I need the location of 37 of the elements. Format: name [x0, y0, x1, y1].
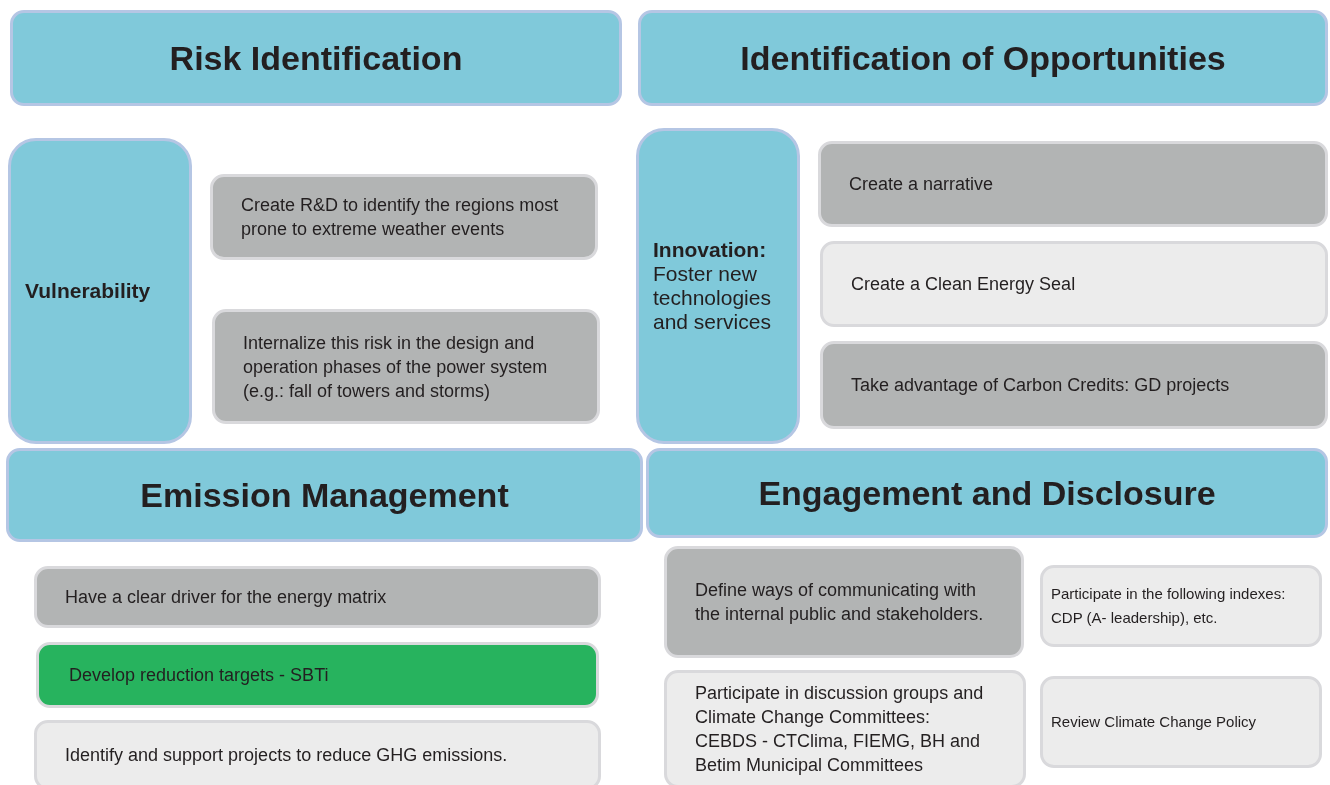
- action-box: [820, 241, 1328, 327]
- item-text: Take advantage of Carbon Credits: GD projects: [851, 374, 1231, 397]
- section-header: [10, 10, 622, 106]
- action-box: [1040, 565, 1322, 647]
- action-box: [1040, 676, 1322, 768]
- item-text: Create a narrative: [849, 173, 995, 196]
- category-title: Innovation:: [653, 238, 768, 262]
- item-text: Identify and support projects to reduce GHG emissions.: [65, 744, 509, 767]
- item-text: Foster new technologies and services: [653, 262, 772, 334]
- action-box: [664, 546, 1024, 658]
- item-text: Internalize this risk in the design and operation phases of the power system (e.g.: fall of towers and storms): [243, 331, 549, 403]
- section-header: [6, 448, 643, 542]
- item-text: Participate in the following indexes: CDP (A- leadership), etc.: [1051, 584, 1287, 628]
- item-text: Vulnerability: [25, 279, 152, 303]
- item-text: Participate in discussion groups and Climate Change Committees: CEBDS - CTClima, FIEMG, BH and Betim Municipal Committees: [695, 682, 985, 777]
- category-box: [8, 138, 192, 444]
- item-text: Define ways of communicating with the internal public and stakeholders.: [695, 579, 985, 626]
- action-box: [818, 141, 1328, 227]
- header-title: Emission Management: [140, 475, 509, 515]
- action-box: [664, 670, 1026, 785]
- item-text: Create a Clean Energy Seal: [851, 273, 1077, 296]
- header-title: Risk Identification: [169, 38, 463, 78]
- action-box: [212, 309, 600, 424]
- item-text: Have a clear driver for the energy matrix: [65, 586, 388, 609]
- header-title: Engagement and Disclosure: [758, 473, 1216, 513]
- action-box: [34, 720, 601, 785]
- item-text: Create R&D to identify the regions most prone to extreme weather events: [241, 194, 560, 241]
- category-box: [636, 128, 800, 444]
- section-header: [638, 10, 1328, 106]
- section-header: [646, 448, 1328, 538]
- item-text: Develop reduction targets - SBTi: [69, 664, 330, 686]
- action-box: [820, 341, 1328, 429]
- action-box: [34, 566, 601, 628]
- item-text: Review Climate Change Policy: [1051, 712, 1258, 732]
- action-box: [36, 642, 599, 708]
- action-box: [210, 174, 598, 260]
- header-title: Identification of Opportunities: [740, 38, 1226, 78]
